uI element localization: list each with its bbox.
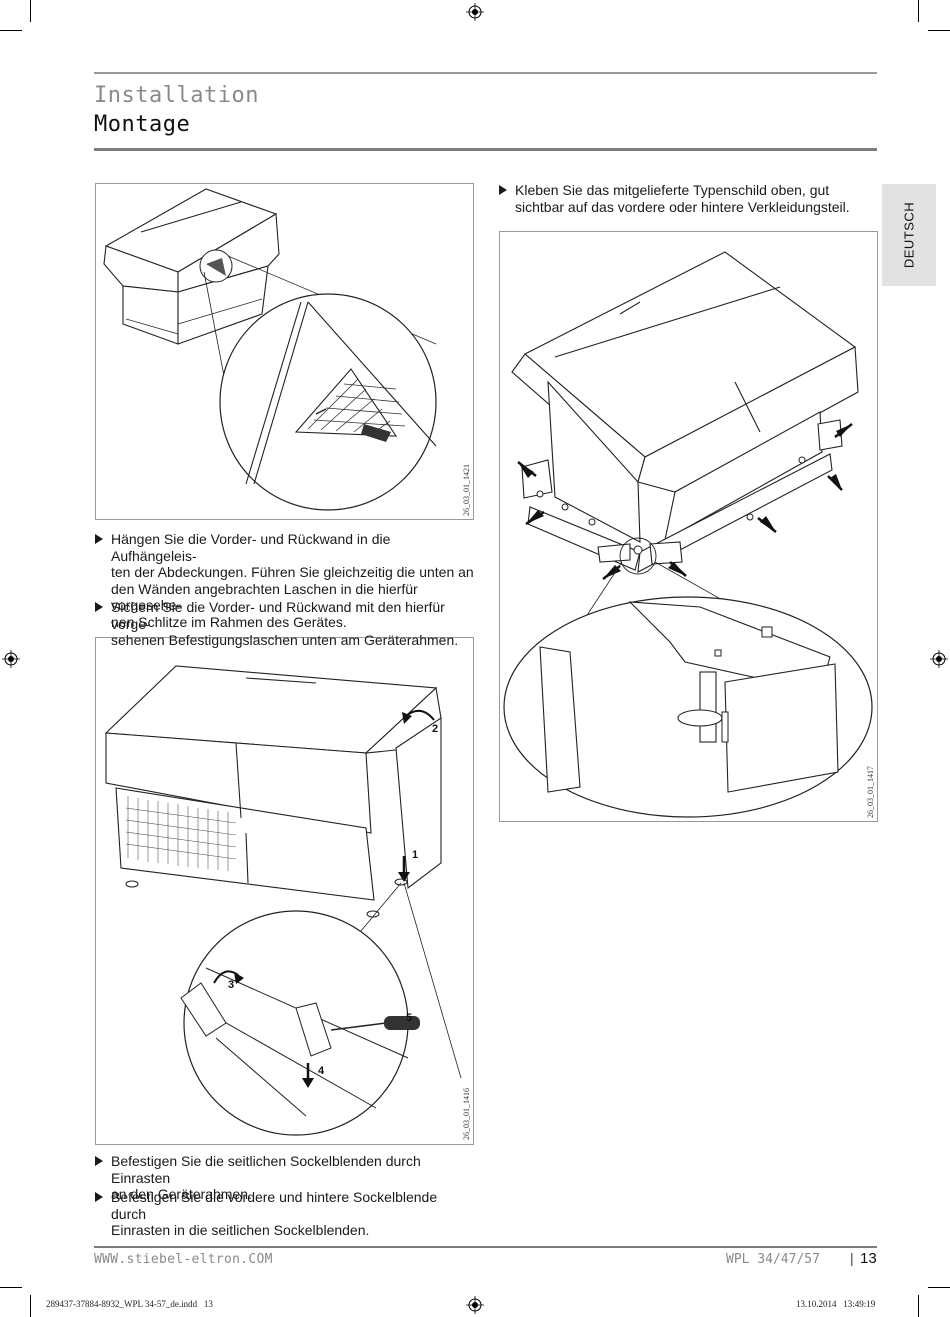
crop-mark: [0, 1287, 22, 1288]
page-number: 13: [860, 1250, 877, 1267]
figure-id: 26_03_01_1421: [462, 464, 471, 516]
print-slug-timestamp: 13.10.2014 13:49:19: [796, 1299, 876, 1309]
header-top-rule: [94, 72, 877, 74]
instruction-hang-walls: Hängen Sie die Vorder- und Rückwand in d…: [95, 531, 475, 630]
figure-fasten-panels-illustration: 2 1 3 4 5: [104, 665, 462, 1136]
crop-mark: [928, 1287, 950, 1288]
figure-base-panels-illustration: [503, 251, 873, 818]
figure-hang-panels: 26_03_01_1421: [95, 183, 474, 520]
figure-id: 26_03_01_1417: [866, 766, 875, 818]
crop-mark: [918, 1295, 919, 1317]
crop-mark: [30, 1295, 31, 1317]
figure-id: 26_03_01_1416: [462, 1088, 471, 1140]
crop-mark: [928, 30, 950, 31]
bullet-icon: [95, 1192, 103, 1202]
figure-base-panels: 26_03_01_1417: [499, 231, 878, 822]
bullet-icon: [95, 1156, 103, 1166]
page-title: Montage: [94, 112, 191, 137]
figure-hang-panels-illustration: [103, 188, 437, 511]
callout-3: 3: [228, 979, 234, 991]
instruction-side-base-panels: Befestigen Sie die seitlichen Sockelblen…: [95, 1153, 475, 1203]
footer-url[interactable]: WWW.stiebel-eltron.COM: [94, 1252, 273, 1267]
bullet-icon: [95, 602, 103, 612]
header-rule: [94, 148, 877, 151]
callout-1: 1: [412, 849, 418, 861]
print-slug-file: 289437-37884-8932_WPL 34-57_de.indd 13: [46, 1299, 213, 1309]
crop-mark: [0, 30, 22, 31]
callout-2: 2: [432, 723, 438, 735]
registration-mark-icon: [466, 1296, 484, 1314]
instruction-front-back-base-panels: Befestigen Sie die vordere und hintere S…: [95, 1189, 475, 1239]
registration-mark-icon: [930, 650, 948, 668]
bullet-icon: [499, 185, 507, 195]
section-title: Installation: [94, 83, 259, 108]
callout-4: 4: [318, 1065, 325, 1077]
footer-model: WPL 34/47/57: [726, 1252, 820, 1267]
instruction-type-plate: Kleben Sie das mitgelieferte Typenschild…: [499, 182, 877, 215]
language-tab-label: DEUTSCH: [901, 201, 917, 269]
figure-fasten-panels: 2 1 3 4 5 26_03_01_1416: [95, 637, 474, 1145]
footer-separator: |: [850, 1250, 854, 1266]
instruction-secure-walls: Sichern Sie die Vorder- und Rückwand mit…: [95, 599, 475, 649]
crop-mark: [30, 0, 31, 22]
registration-mark-icon: [466, 3, 484, 21]
callout-5: 5: [406, 1012, 412, 1024]
language-tab: DEUTSCH: [882, 184, 936, 286]
registration-mark-icon: [2, 650, 20, 668]
footer-rule: [94, 1246, 877, 1248]
crop-mark: [918, 0, 919, 22]
bullet-icon: [95, 534, 103, 544]
